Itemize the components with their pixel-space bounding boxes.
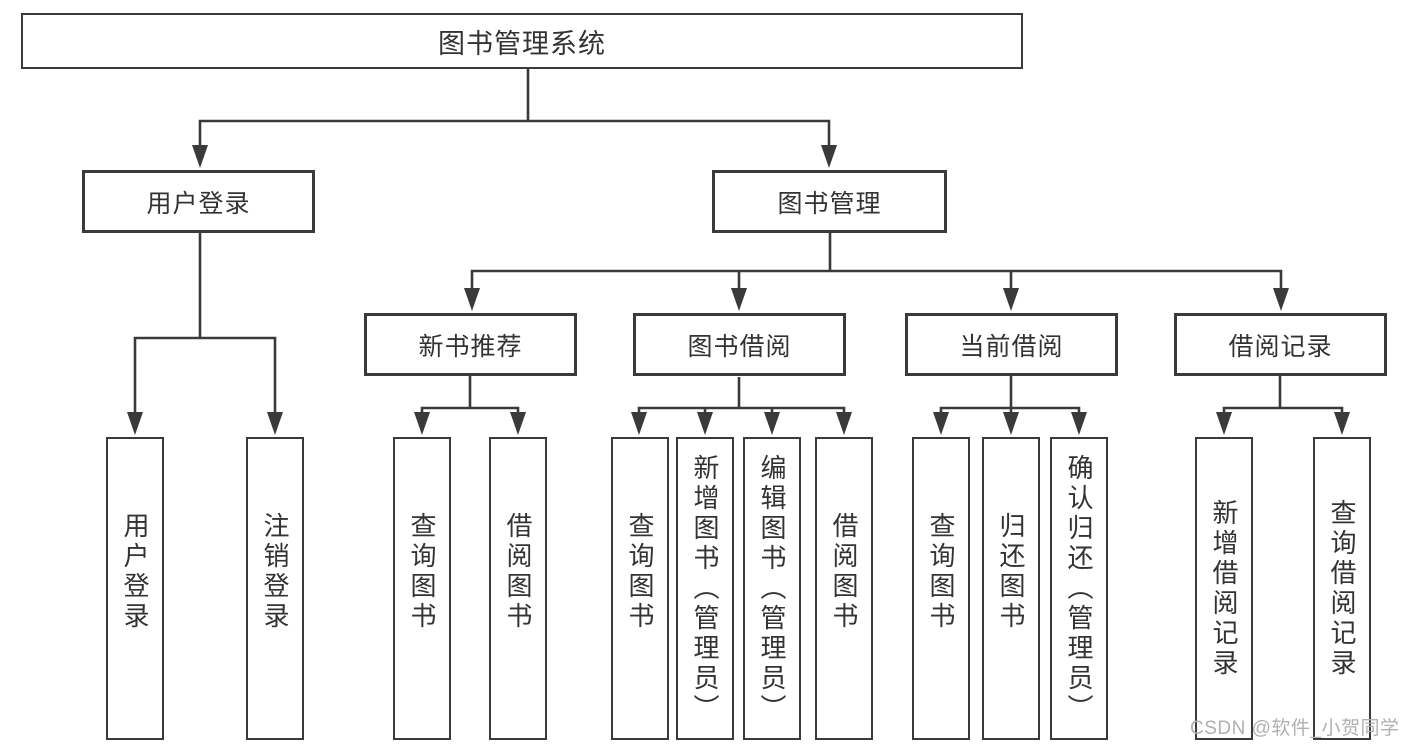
leaf-label: 注销登录 — [260, 511, 290, 632]
node-user-login: 用户登录 — [82, 170, 315, 233]
node-current-borrow: 当前借阅 — [905, 313, 1118, 376]
arrowheads — [127, 145, 1350, 435]
leaf-query-borrow-record: 查询借阅记录 — [1313, 437, 1371, 740]
node-book-management: 图书管理 — [712, 170, 947, 233]
leaf-label: 借阅图书 — [829, 511, 859, 632]
leaf-edit-books-admin: 编辑图书（管理员） — [743, 437, 801, 740]
leaf-label: 查询图书 — [407, 511, 437, 632]
leaf-label: 借阅图书 — [503, 511, 533, 632]
leaf-label: 新增图书（管理员） — [690, 453, 720, 724]
leaf-borrow-borrow-books: 借阅图书 — [815, 437, 873, 740]
node-label: 借阅记录 — [1228, 332, 1333, 361]
leaf-label: 查询图书 — [926, 511, 956, 632]
leaf-label: 查询图书 — [625, 511, 655, 632]
node-label: 用户登录 — [146, 189, 251, 218]
leaf-add-borrow-record: 新增借阅记录 — [1195, 437, 1253, 740]
leaf-label: 归还图书 — [996, 511, 1026, 632]
leaf-label: 新增借阅记录 — [1209, 498, 1239, 679]
leaf-return-books: 归还图书 — [982, 437, 1040, 740]
node-borrow-records: 借阅记录 — [1174, 313, 1387, 376]
leaf-label: 用户登录 — [120, 511, 150, 632]
leaf-add-books-admin: 新增图书（管理员） — [676, 437, 734, 740]
node-label: 图书借阅 — [687, 332, 792, 361]
node-label: 新书推荐 — [418, 332, 523, 361]
leaf-current-query-books: 查询图书 — [912, 437, 970, 740]
leaf-label: 编辑图书（管理员） — [757, 453, 787, 724]
leaf-newbook-query-books: 查询图书 — [393, 437, 451, 740]
leaf-label: 确认归还（管理员） — [1064, 453, 1094, 724]
node-label: 当前借阅 — [959, 332, 1064, 361]
leaf-confirm-return-admin: 确认归还（管理员） — [1050, 437, 1108, 740]
leaf-user-login: 用户登录 — [106, 437, 164, 740]
leaf-borrow-query-books: 查询图书 — [611, 437, 669, 740]
node-label: 图书管理 — [777, 189, 882, 218]
node-library-management-system: 图书管理系统 — [21, 13, 1023, 69]
node-label: 图书管理系统 — [438, 28, 606, 59]
leaf-label: 查询借阅记录 — [1327, 498, 1357, 679]
leaf-newbook-borrow-books: 借阅图书 — [489, 437, 547, 740]
watermark: CSDN @软件_小贺同学 — [1190, 718, 1400, 739]
node-book-borrow: 图书借阅 — [633, 313, 846, 376]
leaf-logout-login: 注销登录 — [246, 437, 304, 740]
node-new-book-recommend: 新书推荐 — [364, 313, 577, 376]
